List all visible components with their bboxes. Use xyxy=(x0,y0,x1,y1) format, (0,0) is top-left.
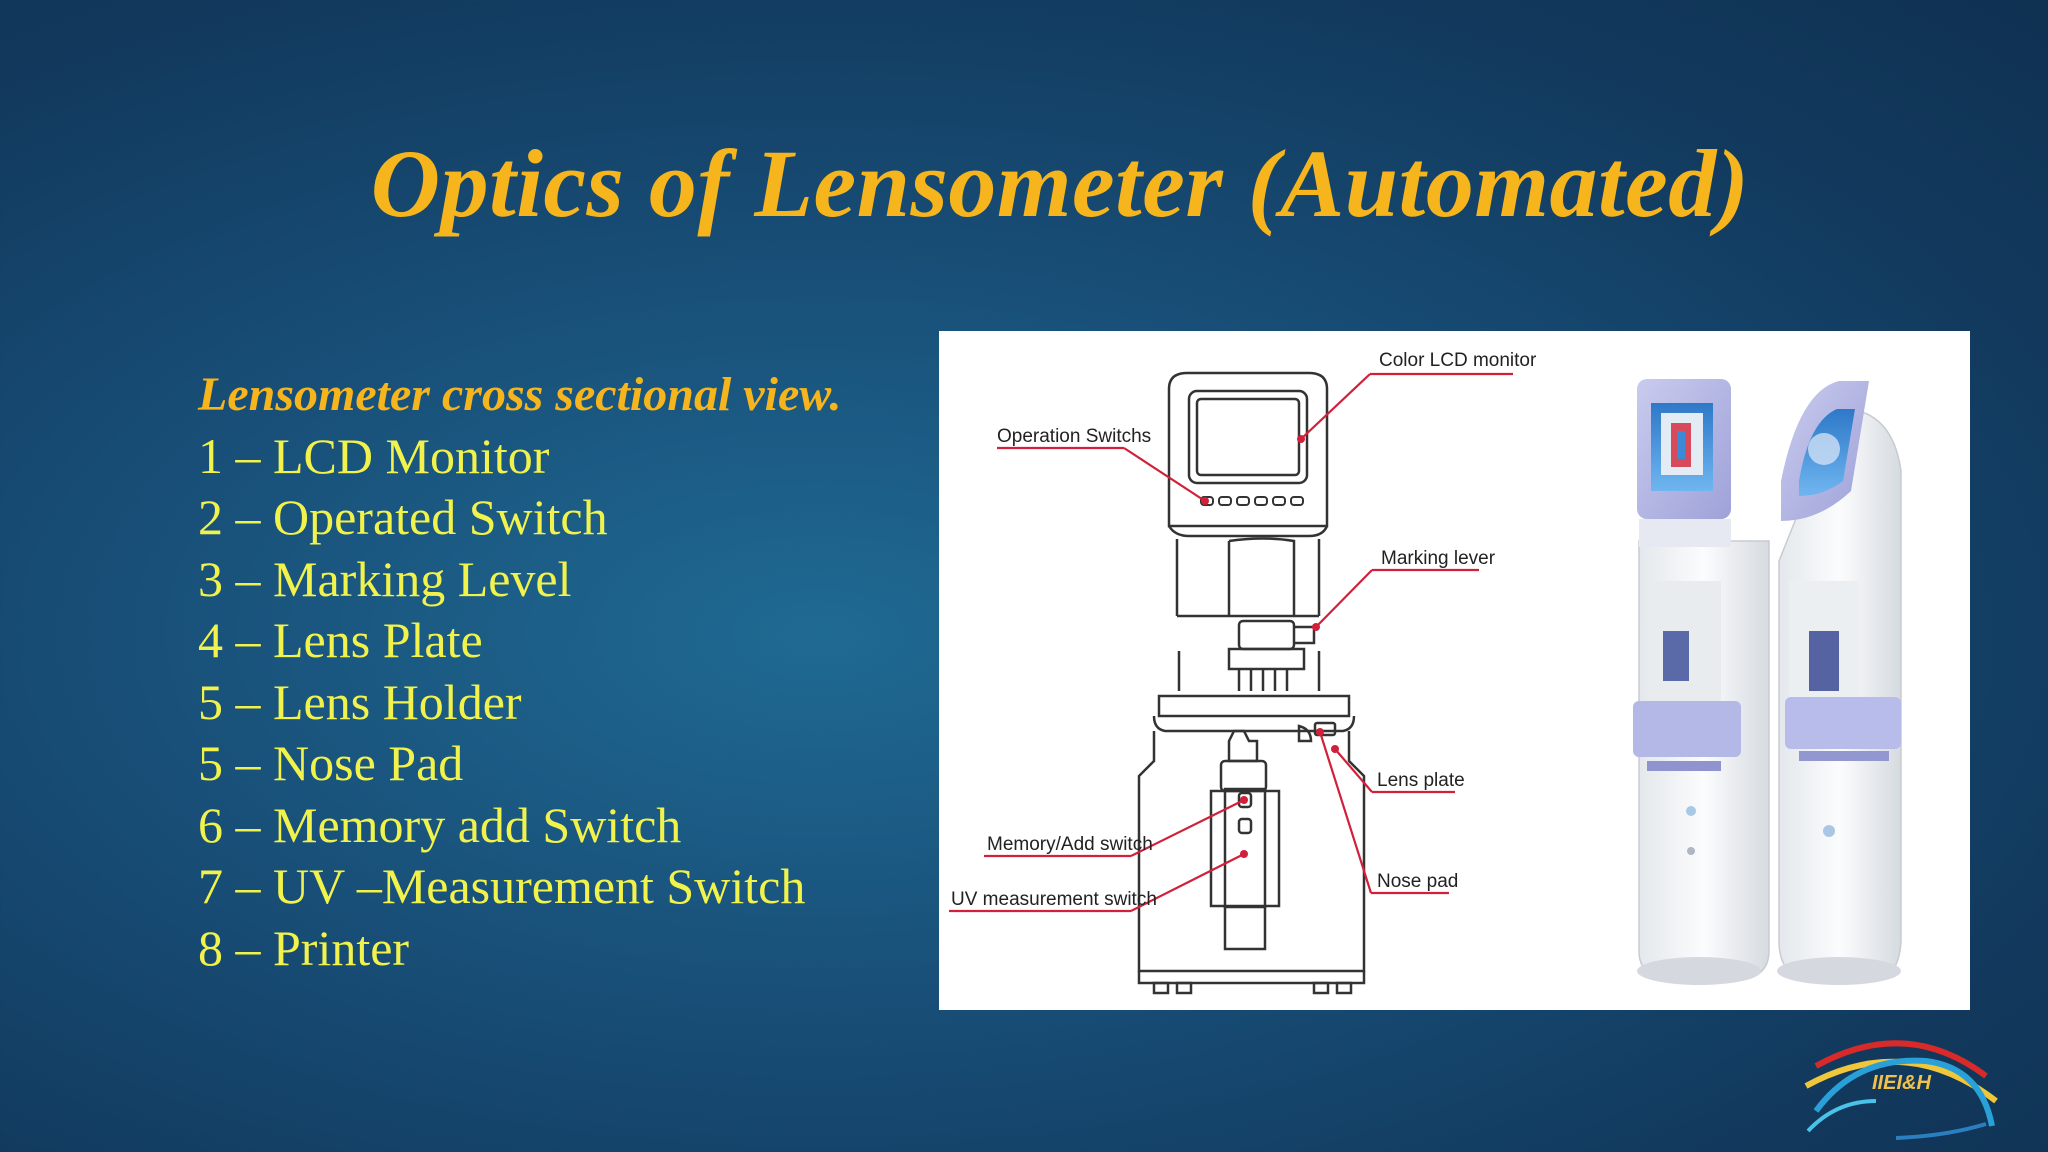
list-item: 2 – Operated Switch xyxy=(198,489,608,545)
label-color-lcd-monitor: Color LCD monitor xyxy=(1379,350,1537,371)
list-item: 3 – Marking Level xyxy=(198,550,572,607)
lensometer-figure: Color LCD monitor Operation Switchs Mark… xyxy=(939,331,1970,1010)
list-subtitle: Lensometer cross sectional view. xyxy=(198,368,842,421)
list-item: 5 – Nose Pad xyxy=(198,735,464,791)
leader-dots xyxy=(1201,435,1339,858)
label-uv-measurement-switch: UV measurement switch xyxy=(951,889,1157,910)
label-marking-lever: Marking lever xyxy=(1381,548,1496,569)
device-photo-side xyxy=(1777,381,1902,985)
slide-title: Optics of Lensometer (Automated) xyxy=(370,130,1750,237)
leader-lines xyxy=(949,372,1513,913)
lensometer-diagram: Color LCD monitor Operation Switchs Mark… xyxy=(949,350,1902,995)
label-operation-switches: Operation Switchs xyxy=(997,426,1151,447)
logo-text: IIEI&H xyxy=(1872,1072,1931,1094)
list-item: 5 – Lens Holder xyxy=(198,673,522,730)
label-lens-plate: Lens plate xyxy=(1377,770,1465,791)
label-memory-add-switch: Memory/Add switch xyxy=(987,834,1153,855)
list-item: 7 – UV –Measurement Switch xyxy=(198,858,806,914)
list-item: 8 – Printer xyxy=(198,919,410,976)
iiei-h-logo xyxy=(1804,1040,1998,1140)
device-outline xyxy=(1137,371,1366,995)
component-list: Lensometer cross sectional view. 1 – LCD… xyxy=(198,364,841,979)
list-item: 1 – LCD Monitor xyxy=(198,427,550,484)
list-item: 6 – Memory add Switch xyxy=(198,796,682,853)
list-item: 4 – Lens Plate xyxy=(198,612,483,668)
label-nose-pad: Nose pad xyxy=(1377,871,1458,892)
device-photo-front xyxy=(1633,379,1770,985)
